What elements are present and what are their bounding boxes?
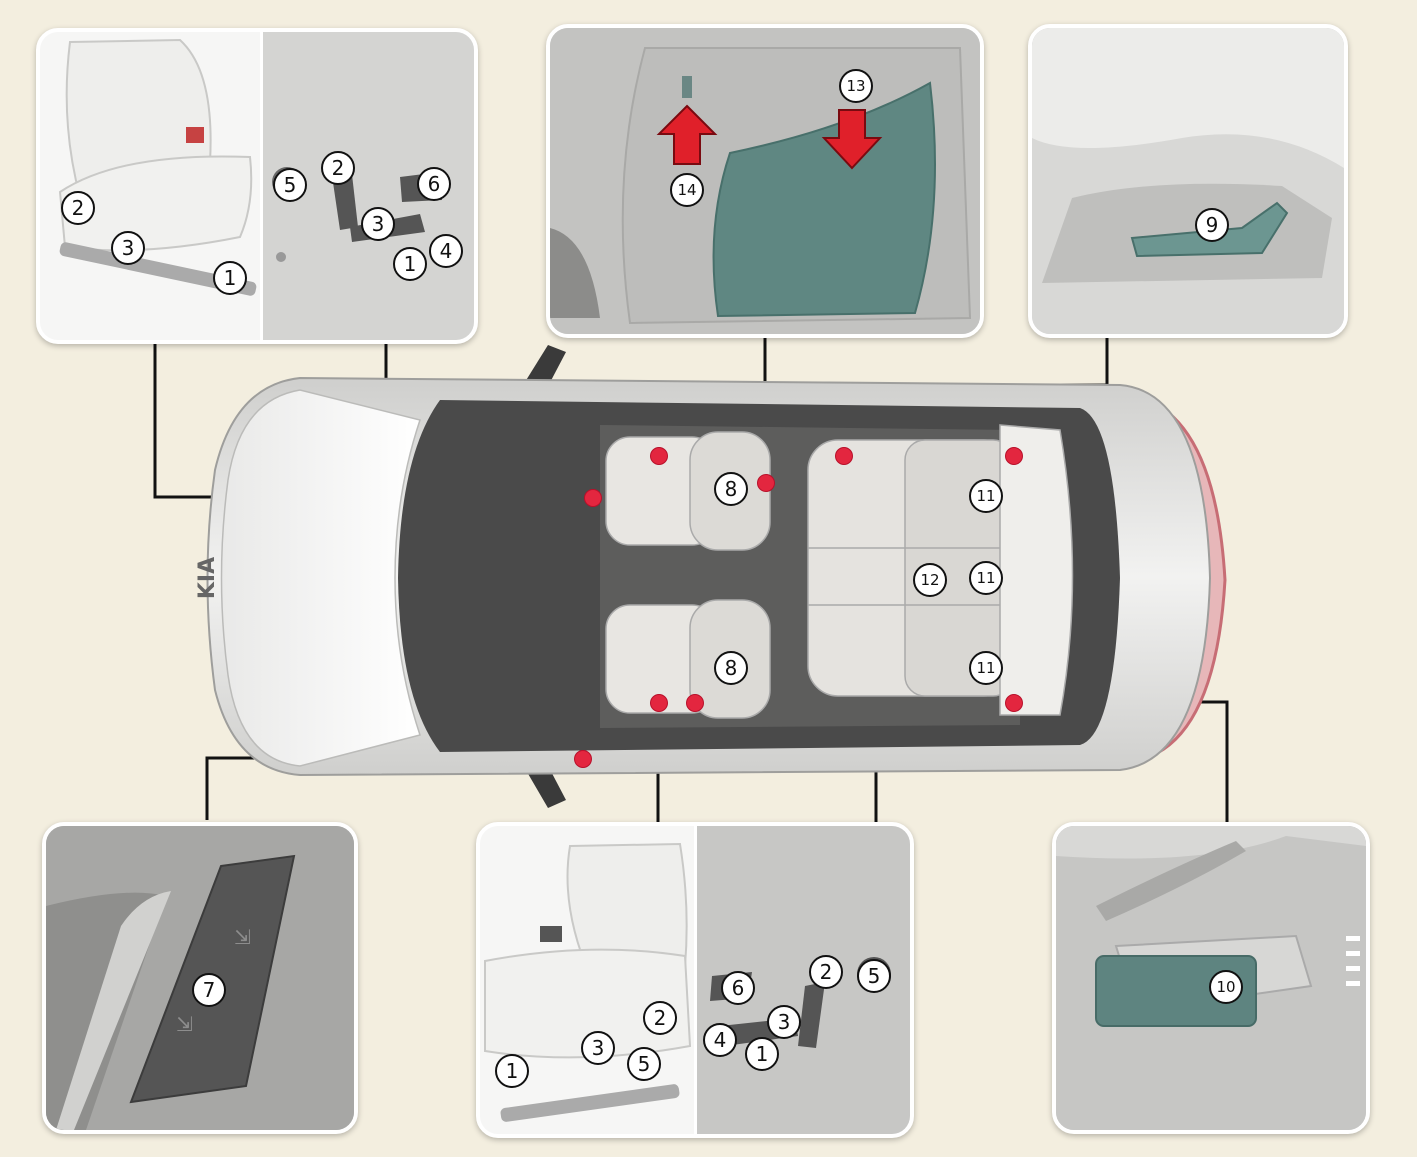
callout-7: 7 (192, 973, 226, 1007)
callout-1: 1 (495, 1054, 529, 1088)
callout-3: 3 (767, 1005, 801, 1039)
hood (220, 389, 421, 767)
callout-5: 5 (857, 959, 891, 993)
callout-8-driver: 8 (714, 472, 748, 506)
location-dot-passenger-seat (650, 694, 668, 712)
callout-3: 3 (361, 207, 395, 241)
callout-1: 1 (213, 261, 247, 295)
callout-6: 6 (721, 971, 755, 1005)
callout-3: 3 (111, 231, 145, 265)
callout-4: 4 (703, 1023, 737, 1057)
svg-text:⇲: ⇲ (234, 925, 251, 949)
location-dot-driver-seat-side (584, 489, 602, 507)
callout-8-passenger: 8 (714, 651, 748, 685)
panel-door-memory-switch: ⇲ ⇲ 7 (42, 822, 358, 1134)
callout-5: 5 (273, 168, 307, 202)
callout-1: 1 (745, 1037, 779, 1071)
callout-2: 2 (321, 151, 355, 185)
location-dot-rear-lever (835, 447, 853, 465)
callout-11-left: 11 (969, 479, 1003, 513)
callout-4: 4 (429, 234, 463, 268)
location-dot-door-switch (574, 750, 592, 768)
callout-14: 14 (670, 173, 704, 207)
location-dot-driver-seat-controls (650, 447, 668, 465)
panel-cargo-lever: 10 (1052, 822, 1370, 1134)
callout-6: 6 (417, 167, 451, 201)
callout-11-right: 11 (969, 651, 1003, 685)
callout-5: 5 (627, 1047, 661, 1081)
location-dot-cargo (1005, 694, 1023, 712)
callout-3: 3 (581, 1031, 615, 1065)
location-dot-rear-left (1005, 447, 1023, 465)
panel-seatback-lumbar: 13 14 (546, 24, 984, 338)
panel-driver-seat-controls: 2 3 1 5 2 3 1 4 6 (36, 28, 478, 344)
svg-text:⇲: ⇲ (176, 1012, 193, 1036)
callout-1: 1 (393, 247, 427, 281)
callout-2: 2 (643, 1001, 677, 1035)
callout-9: 9 (1195, 208, 1229, 242)
callout-10: 10 (1209, 970, 1243, 1004)
panel-rear-seat-lever: 9 (1028, 24, 1348, 338)
callout-2: 2 (809, 955, 843, 989)
callout-12: 12 (913, 563, 947, 597)
location-dot-lumbar (757, 474, 775, 492)
car-logo: KIA (195, 557, 220, 599)
location-dot-passenger-controls (686, 694, 704, 712)
callout-11-center: 11 (969, 561, 1003, 595)
panel-passenger-seat-controls: 1 3 5 2 6 2 5 3 4 1 (476, 822, 914, 1138)
callout-2: 2 (61, 191, 95, 225)
callout-13: 13 (839, 69, 873, 103)
